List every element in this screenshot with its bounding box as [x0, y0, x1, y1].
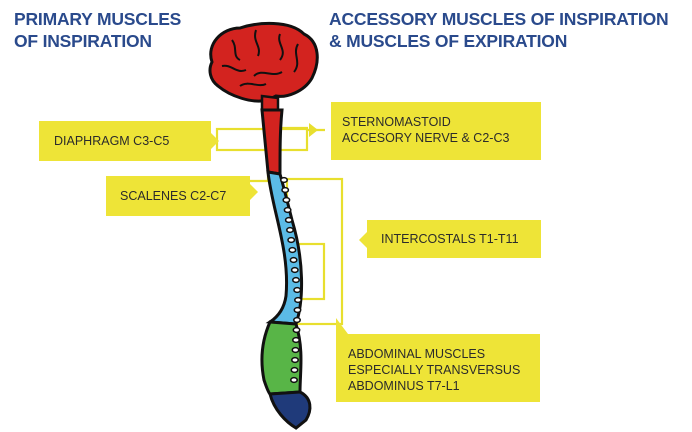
- vertebra-disc: [293, 278, 299, 283]
- brainstem: [262, 96, 278, 110]
- vertebra-disc: [293, 338, 299, 343]
- vertebra-disc: [291, 368, 297, 373]
- label-line: INTERCOSTALS T1-T11: [381, 231, 541, 247]
- vertebra-disc: [289, 248, 295, 253]
- label-line: DIAPHRAGM C3-C5: [54, 133, 211, 149]
- vertebra-disc: [292, 268, 298, 273]
- vertebra-disc: [287, 228, 293, 233]
- scalenes-pointer: [250, 184, 258, 200]
- label-line: STERNOMASTOID: [342, 114, 541, 130]
- sterno-pointer: [309, 123, 318, 137]
- label-line: ACCESORY NERVE & C2-C3: [342, 130, 541, 146]
- vertebra-disc: [286, 218, 292, 223]
- vertebra-disc: [291, 378, 297, 383]
- vertebra-disc: [288, 238, 294, 243]
- intercostals-label: INTERCOSTALS T1-T11: [367, 220, 541, 258]
- vertebra-disc: [295, 298, 301, 303]
- vertebra-disc: [282, 188, 288, 193]
- vertebra-disc: [284, 208, 290, 213]
- vertebra-disc: [293, 328, 299, 333]
- spine: [262, 110, 310, 428]
- vertebra-disc: [292, 358, 298, 363]
- vertebra-disc: [283, 198, 289, 203]
- abdominal-label: ABDOMINAL MUSCLES ESPECIALLY TRANSVERSUS…: [336, 334, 540, 402]
- diaphragm-label: DIAPHRAGM C3-C5: [39, 121, 211, 161]
- vertebra-disc: [292, 348, 298, 353]
- brain: [210, 23, 317, 110]
- scalenes-label: SCALENES C2-C7: [106, 176, 250, 216]
- vertebra-disc: [294, 308, 300, 313]
- label-line: ABDOMINUS T7-L1: [348, 378, 540, 394]
- label-line: ABDOMINAL MUSCLES: [348, 346, 540, 362]
- intercostal-pointer: [359, 232, 367, 248]
- sacrum: [270, 392, 310, 428]
- cervical-spine: [262, 110, 282, 174]
- vertebra-disc: [281, 178, 287, 183]
- label-line: SCALENES C2-C7: [120, 188, 250, 204]
- diaphragm-bracket: [217, 129, 307, 150]
- vertebra-disc: [294, 288, 300, 293]
- vertebra-disc: [294, 318, 300, 323]
- sternomastoid-label: STERNOMASTOID ACCESORY NERVE & C2-C3: [331, 102, 541, 160]
- label-line: ESPECIALLY TRANSVERSUS: [348, 362, 540, 378]
- vertebra-disc: [290, 258, 296, 263]
